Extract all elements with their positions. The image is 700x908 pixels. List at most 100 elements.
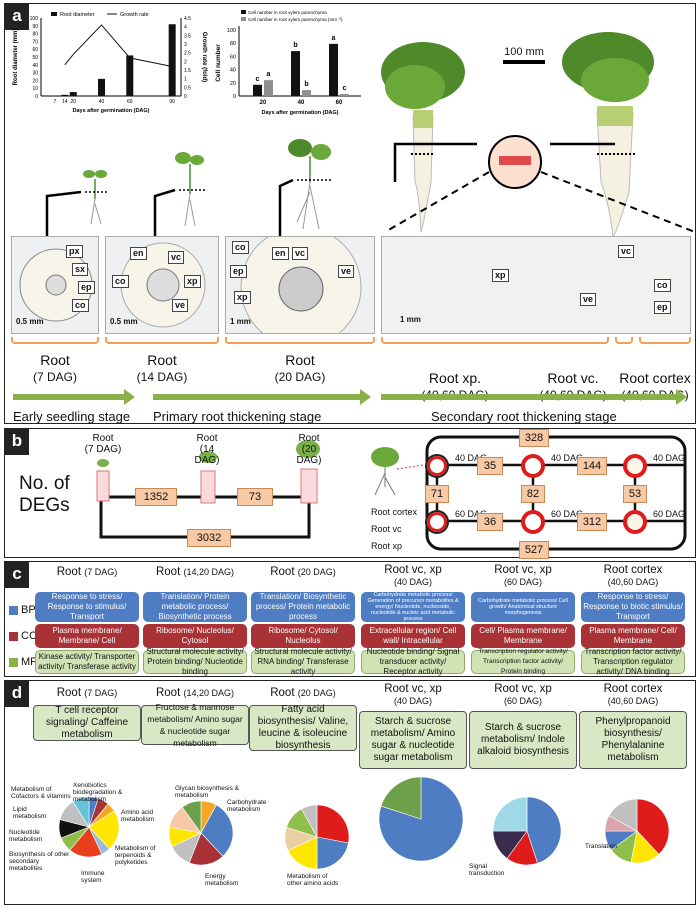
go-term-cc: Plasma membrane/ Cell/ Membrane bbox=[581, 624, 685, 648]
deg-count-14-20: 73 bbox=[237, 488, 273, 506]
deg-count-7-14: 1352 bbox=[135, 488, 177, 506]
column-dag: (40 DAG) bbox=[393, 577, 432, 587]
stage-dag: (14 DAG) bbox=[136, 370, 188, 384]
column-title: Root bbox=[56, 566, 82, 578]
scale-bar-label: 100 mm bbox=[504, 46, 544, 58]
column-title: Root bbox=[270, 566, 295, 578]
deg-count-xp-40-60: 71 bbox=[425, 485, 449, 503]
cc-label: CC bbox=[21, 630, 37, 642]
kegg-pie-charts bbox=[58, 776, 670, 870]
go-term-bp: Translation/ Biosynthetic process/ Prote… bbox=[251, 592, 355, 622]
pie-label: Translation bbox=[585, 843, 617, 850]
column-title: Root bbox=[270, 687, 295, 699]
label-ve: ve bbox=[338, 265, 355, 278]
tissue-label-xp: Root xp bbox=[371, 541, 403, 551]
pie-slice bbox=[608, 798, 638, 832]
radish-40dag bbox=[381, 42, 465, 233]
tissue-ring-40dag-xp bbox=[425, 454, 449, 478]
panel-b: b No. of DEGs Root(7 DAG) Root(14 DAG) R… bbox=[4, 428, 696, 559]
seedling-7dag bbox=[45, 170, 109, 236]
go-term-cc: Ribosome/ Nucleolus/ Cytosol bbox=[143, 624, 247, 648]
y-tick-label-right: 0.5 bbox=[184, 85, 191, 91]
column-dag: (14,20 DAG) bbox=[183, 688, 235, 698]
deg-count-40-vc-cortex: 144 bbox=[577, 457, 607, 475]
go-term-cc: Ribosome/ Cytosol/ Nucleolus bbox=[251, 624, 355, 648]
growth-arrow bbox=[13, 389, 135, 405]
stage-root-20dag: Root(20 DAG) bbox=[225, 352, 375, 385]
pie-slice bbox=[636, 798, 670, 855]
pie-label: Biosynthesis of other secondary metaboli… bbox=[9, 851, 70, 872]
bar-cell-number bbox=[291, 51, 300, 96]
label-en: en bbox=[272, 247, 289, 260]
x-tick-label: 14 bbox=[62, 99, 68, 105]
go-column-header: Root cortex(40,60 DAG) bbox=[581, 564, 685, 588]
column-title: Root vc, xp bbox=[384, 564, 442, 576]
significance-letter: b bbox=[304, 81, 308, 88]
go-term-bp: Carbohydrate metabolic process/ Cell gro… bbox=[471, 592, 575, 622]
go-term-bp: Carbohydrate metabolic process/ Generati… bbox=[361, 592, 465, 622]
root-dag: (20 DAG) bbox=[296, 444, 322, 466]
bracket bbox=[225, 337, 375, 344]
go-term-cc: Cell/ Plasma membrane/ Membrane bbox=[471, 624, 575, 648]
x-tick-label: 7 bbox=[54, 99, 57, 105]
legend-label: Cell number in root xylem parenchyma bbox=[248, 10, 327, 15]
go-term-mf: Transcription regulator activity/ Transc… bbox=[471, 648, 575, 675]
bar-root-diameter bbox=[126, 55, 134, 96]
root-dag: (14 DAG) bbox=[194, 444, 220, 466]
pie-slice bbox=[492, 796, 528, 832]
tissue-ring-60dag-vc bbox=[521, 510, 545, 534]
go-term-mf: Nucleotide binding/ Signal transducer ac… bbox=[361, 647, 465, 676]
significance-letter: a bbox=[267, 71, 271, 78]
pie-slice bbox=[72, 796, 90, 829]
scale-label: 1 mm bbox=[400, 315, 421, 324]
go-term-mf: Structural molecule activity/ RNA bindin… bbox=[251, 647, 355, 676]
y-tick-label: 10 bbox=[32, 86, 38, 92]
y-axis-label: Cell number bbox=[215, 44, 222, 82]
legend-label: Root diameter bbox=[60, 12, 95, 18]
bar-root-diameter bbox=[69, 92, 77, 96]
stage-dag: (7 DAG) bbox=[32, 370, 77, 384]
panel-c: c BP CC MF Root (7 DAG)Response to stres… bbox=[4, 561, 696, 677]
y-tick-label: 60 bbox=[32, 47, 38, 53]
pie-label: Glycan biosynthesis & metabolism bbox=[175, 785, 239, 799]
label-xp: xp bbox=[234, 291, 251, 304]
go-term-mf: Structural molecule activity/ Protein bi… bbox=[143, 647, 247, 676]
cc-swatch bbox=[9, 631, 18, 641]
dag-60-label: 60 DAG bbox=[455, 509, 488, 519]
bar-cell-density bbox=[302, 90, 311, 96]
y-tick-label: 80 bbox=[230, 41, 236, 47]
kegg-column-header: Root vc, xp(60 DAG) bbox=[467, 683, 579, 707]
stage-name: Root xp. bbox=[428, 370, 482, 386]
kegg-pathway-box: Starch & sucrose metabolism/ Amino sugar… bbox=[359, 711, 467, 769]
pie-label: Metabolism of terpenoids & polyketides bbox=[115, 845, 156, 866]
panel-label-b: b bbox=[5, 429, 29, 455]
y-tick-label: 80 bbox=[32, 32, 38, 38]
label-vc: vc bbox=[618, 245, 635, 258]
kegg-column-header: Root (7 DAG) bbox=[31, 687, 143, 699]
pie-label: Nucleotide metabolism bbox=[9, 829, 43, 843]
bracket bbox=[381, 337, 609, 344]
bar-root-diameter bbox=[61, 94, 69, 96]
y-tick-label: 50 bbox=[32, 55, 38, 61]
label-en: en bbox=[130, 247, 147, 260]
root-name: Root bbox=[196, 433, 218, 444]
panel-label-d: d bbox=[5, 681, 29, 707]
x-tick-label: 60 bbox=[336, 100, 343, 106]
deg-count-60-vc-cortex: 312 bbox=[577, 513, 607, 531]
row-label-bp: BP bbox=[9, 604, 36, 616]
growth-arrow bbox=[381, 389, 687, 405]
pie-label: Immune system bbox=[81, 870, 105, 884]
pie-label: Carbohydrate metabolism bbox=[227, 799, 267, 813]
column-title: Root vc, xp bbox=[494, 564, 552, 576]
root-name: Root bbox=[298, 433, 320, 444]
seedling-20dag bbox=[278, 139, 331, 236]
root-14dag-label: Root(14 DAG) bbox=[187, 433, 227, 466]
x-tick-label: 60 bbox=[127, 99, 133, 105]
significance-letter: c bbox=[256, 76, 260, 83]
column-dag: (40 DAG) bbox=[393, 696, 432, 706]
stage-name: Root bbox=[147, 352, 177, 368]
column-dag: (20 DAG) bbox=[297, 688, 336, 698]
significance-letter: a bbox=[332, 35, 336, 42]
panel-d: d Root (7 DAG)T cell receptor signaling/… bbox=[4, 680, 696, 905]
